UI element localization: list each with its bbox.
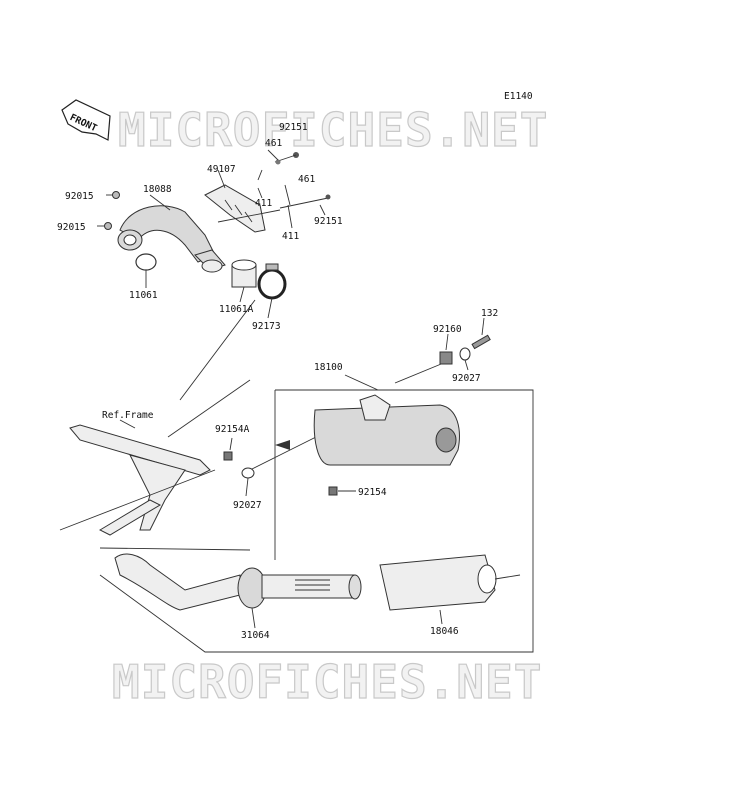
silencer-shell-18046-part bbox=[379, 554, 521, 625]
clamp-92173-part bbox=[257, 263, 287, 300]
bolt-132-icon bbox=[471, 317, 491, 350]
bolt-92015-a-icon bbox=[112, 191, 120, 199]
bolt-92154A-icon bbox=[223, 437, 233, 461]
silencer-body-31064-part bbox=[114, 553, 362, 629]
front-arrow-icon: FRONT bbox=[61, 99, 111, 141]
washer-92027-left-icon bbox=[241, 467, 255, 497]
label-11061A: 11061A bbox=[219, 304, 254, 315]
head-pipe-part bbox=[117, 205, 226, 273]
label-18046: 18046 bbox=[430, 626, 459, 637]
ref-frame-part bbox=[59, 299, 256, 551]
label-132: 132 bbox=[481, 308, 498, 319]
label-92173: 92173 bbox=[252, 321, 281, 332]
watermark-bottom: MICROFICHES.NET bbox=[112, 655, 542, 709]
label-92151-right: 92151 bbox=[314, 216, 343, 227]
gasket-11061A-part bbox=[231, 259, 257, 288]
label-18100: 18100 bbox=[314, 362, 343, 373]
washer-92027-top-icon bbox=[459, 347, 471, 371]
muffler-18100-part bbox=[275, 394, 460, 466]
nut-92160-icon bbox=[439, 333, 453, 365]
label-11061: 11061 bbox=[129, 290, 158, 301]
bolt-92015-b-icon bbox=[104, 222, 112, 230]
label-411-right: 411 bbox=[282, 231, 299, 242]
label-18088: 18088 bbox=[143, 184, 172, 195]
label-461-top: 461 bbox=[265, 138, 282, 149]
label-92154: 92154 bbox=[358, 487, 387, 498]
label-92151-top: 92151 bbox=[279, 122, 308, 133]
label-31064: 31064 bbox=[241, 630, 270, 641]
gasket-11061-part bbox=[135, 253, 157, 271]
label-92027-top: 92027 bbox=[452, 373, 481, 384]
label-92027-left: 92027 bbox=[233, 500, 262, 511]
label-49107: 49107 bbox=[207, 164, 236, 175]
heat-guard-part bbox=[204, 184, 266, 233]
label-92160: 92160 bbox=[433, 324, 462, 335]
watermark-top: MICROFICHES.NET bbox=[118, 103, 548, 157]
bolt-92154-icon bbox=[328, 486, 356, 496]
label-92015-a: 92015 bbox=[65, 191, 94, 202]
washer-461-top-icon bbox=[275, 159, 281, 165]
leader-lines-upper bbox=[97, 149, 326, 319]
muffler-assembly-frame bbox=[99, 361, 534, 653]
diagram-code: E1140 bbox=[504, 91, 533, 102]
label-411-top: 411 bbox=[255, 198, 272, 209]
label-92154A: 92154A bbox=[215, 424, 250, 435]
label-461-right: 461 bbox=[298, 174, 315, 185]
label-ref-frame: Ref.Frame bbox=[102, 410, 154, 421]
label-92015-b: 92015 bbox=[57, 222, 86, 233]
